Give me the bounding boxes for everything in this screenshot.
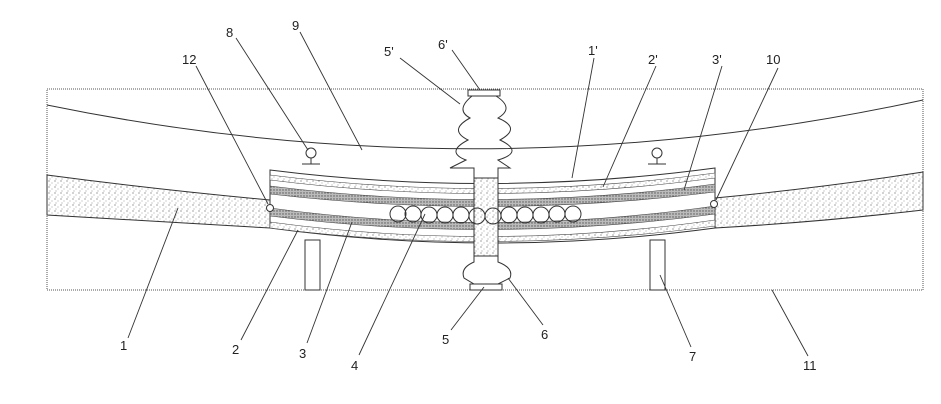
label-2: 2	[232, 342, 239, 357]
label-3-prime: 3'	[712, 52, 722, 67]
hook-right	[648, 148, 666, 164]
label-11: 11	[803, 358, 817, 373]
end-pin-left	[267, 205, 274, 212]
label-9: 9	[292, 18, 299, 33]
label-5-prime: 5'	[384, 44, 394, 59]
label-6: 6	[541, 327, 548, 342]
label-1-prime: 1'	[588, 43, 598, 58]
label-10: 10	[766, 52, 780, 67]
upper-arc	[47, 100, 923, 149]
label-1: 1	[120, 338, 127, 353]
lower-coupling	[463, 256, 511, 290]
label-4: 4	[351, 358, 358, 373]
label-6-prime: 6'	[438, 37, 448, 52]
hook-left	[302, 148, 320, 164]
label-8: 8	[226, 25, 233, 40]
label-3: 3	[299, 346, 306, 361]
label-7: 7	[689, 349, 696, 364]
label-12: 12	[182, 52, 196, 67]
sand-band-right	[715, 172, 923, 228]
label-5: 5	[442, 332, 449, 347]
label-2-prime: 2'	[648, 52, 658, 67]
sand-band-left	[47, 175, 270, 228]
end-pin-right	[711, 201, 718, 208]
